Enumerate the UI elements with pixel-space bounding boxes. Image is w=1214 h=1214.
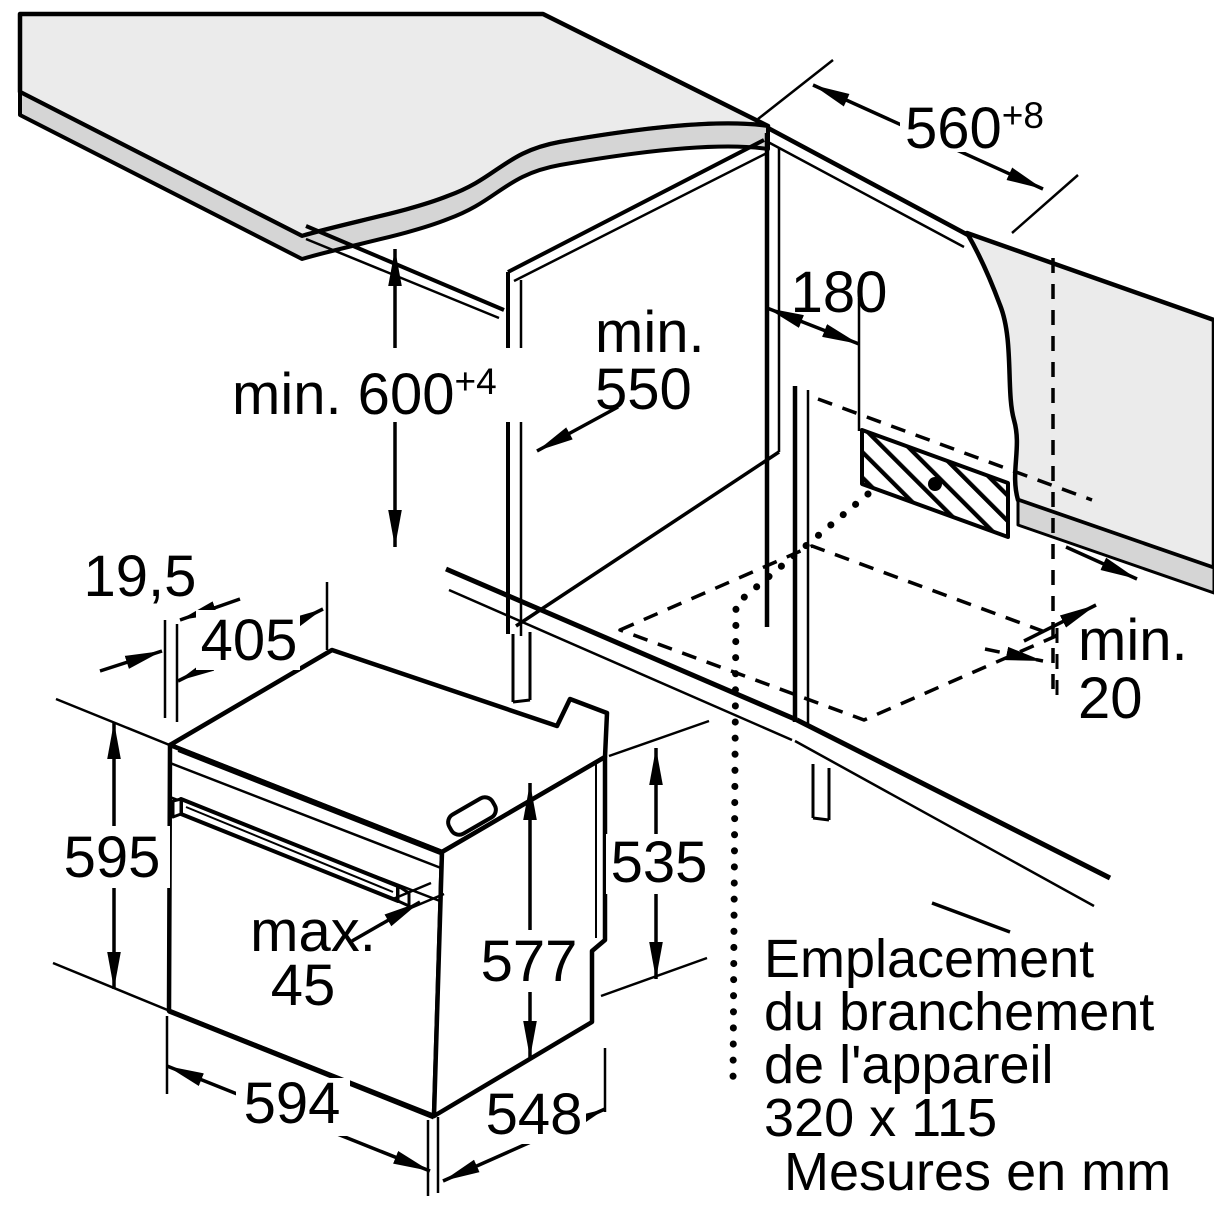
label-bg — [606, 834, 714, 894]
units-note: Mesures en mm — [784, 1142, 1171, 1202]
dim-oven-depth: 548 — [426, 1048, 607, 1196]
side-grip-hole — [446, 795, 498, 837]
dim-label-facade-thickness: 19,5 — [84, 544, 197, 609]
label-bg — [228, 348, 528, 422]
dim-front-height: 577 — [477, 783, 583, 1058]
left-panel-foot — [511, 632, 532, 704]
note-line-2: du branchement — [764, 982, 1154, 1042]
dim-niche-depth: min. 550 — [536, 300, 705, 453]
dim-oven-width: 594 — [165, 1016, 431, 1173]
niche-floor-edge — [515, 450, 780, 628]
connection-area — [729, 298, 1093, 1090]
dim-label-niche-width: 560+8 — [905, 95, 1044, 161]
connection-point-dot — [928, 477, 942, 491]
dim-dashed-arrow — [984, 646, 1044, 663]
dim-connection-offset: 180 — [766, 260, 888, 346]
niche-top-rear-edge-inner — [767, 140, 965, 249]
handle-inner-line — [185, 806, 394, 893]
note-line-1: Emplacement — [764, 929, 1094, 989]
connection-hidden-edge — [817, 397, 1093, 502]
dim-label-niche-depth-1: min. — [595, 300, 705, 365]
worktop-top-surface — [17, 11, 771, 239]
note-line-3: de l'appareil — [764, 1035, 1054, 1095]
dim-label-rear-gap-2: 20 — [1078, 666, 1143, 731]
dim-ext — [608, 719, 710, 758]
cabinet-bottom-rail — [445, 566, 798, 723]
right-plinth-top — [795, 717, 1112, 881]
dim-label-rear-height: 535 — [611, 830, 708, 895]
front-rail-top — [305, 224, 505, 312]
label-bg — [482, 1090, 586, 1144]
dim-label-oven-depth: 548 — [486, 1082, 583, 1147]
dim-label-handle-1: max. — [250, 899, 376, 964]
dim-arrow-down — [1065, 545, 1138, 581]
dim-leader — [351, 900, 421, 943]
dim-ext — [1011, 174, 1079, 234]
dim-rear-height: 535 — [600, 719, 714, 998]
dim-ext — [52, 961, 171, 1013]
dim-oven-height: 595 — [52, 697, 173, 1013]
right-wall — [964, 230, 1214, 692]
worktop — [17, 11, 771, 261]
dim-label-connection-offset: 180 — [791, 260, 888, 325]
dim-top-depth: 405 — [177, 582, 329, 683]
niche-top-edge-inner — [513, 151, 768, 283]
cabinet-bottom-rail-inner — [448, 588, 793, 742]
dim-tick — [392, 881, 432, 901]
oven — [166, 647, 610, 1120]
wall-baseboard — [1016, 498, 1214, 595]
dim-label-handle-2: 45 — [271, 953, 336, 1018]
label-bg — [58, 826, 170, 888]
oven-control-seam — [169, 761, 442, 870]
niche-top-edge — [507, 138, 765, 274]
dim-line — [766, 306, 860, 346]
wall-surface — [964, 230, 1214, 571]
dim-ext — [600, 956, 708, 998]
note-line-4: 320 x 115 — [764, 1088, 997, 1148]
dim-label-niche-depth-2: 550 — [595, 357, 692, 422]
dim-label-front-height: 577 — [481, 929, 578, 994]
right-plinth-bottom — [794, 739, 1095, 908]
note-leader — [931, 901, 1011, 934]
label-bg — [477, 930, 583, 992]
label-bg — [196, 610, 300, 670]
dim-ext — [757, 59, 834, 120]
oven-top-front-highlight — [177, 750, 441, 855]
oven-handle — [171, 797, 411, 908]
cabinet-niche — [305, 126, 1112, 908]
label-bg — [900, 86, 1068, 152]
front-rail-bottom — [305, 237, 500, 320]
dim-handle-protrusion: max. 45 — [250, 881, 445, 1018]
dim-leader — [536, 405, 619, 453]
dim-label-oven-height: 595 — [64, 825, 161, 890]
handle-left-cap — [171, 797, 183, 819]
dim-label-top-depth: 405 — [201, 608, 298, 673]
dim-label-niche-height: min. 600+4 — [232, 361, 497, 427]
dim-label-rear-gap-1: min. — [1078, 608, 1188, 673]
dim-label-oven-width: 594 — [244, 1071, 341, 1136]
dim-rear-gap: min. 20 — [984, 545, 1188, 731]
label-bg — [236, 1078, 350, 1136]
dim-facade-thickness: 19,5 — [84, 544, 241, 722]
connection-note: Emplacement du branchement de l'appareil… — [764, 901, 1154, 1148]
dim-niche-width: 560+8 — [757, 59, 1079, 234]
dim-arrow-left — [99, 649, 163, 673]
dim-niche-height: min. 600+4 — [228, 249, 528, 547]
right-section-foot — [811, 764, 831, 822]
dim-arrow-up — [1023, 603, 1097, 643]
